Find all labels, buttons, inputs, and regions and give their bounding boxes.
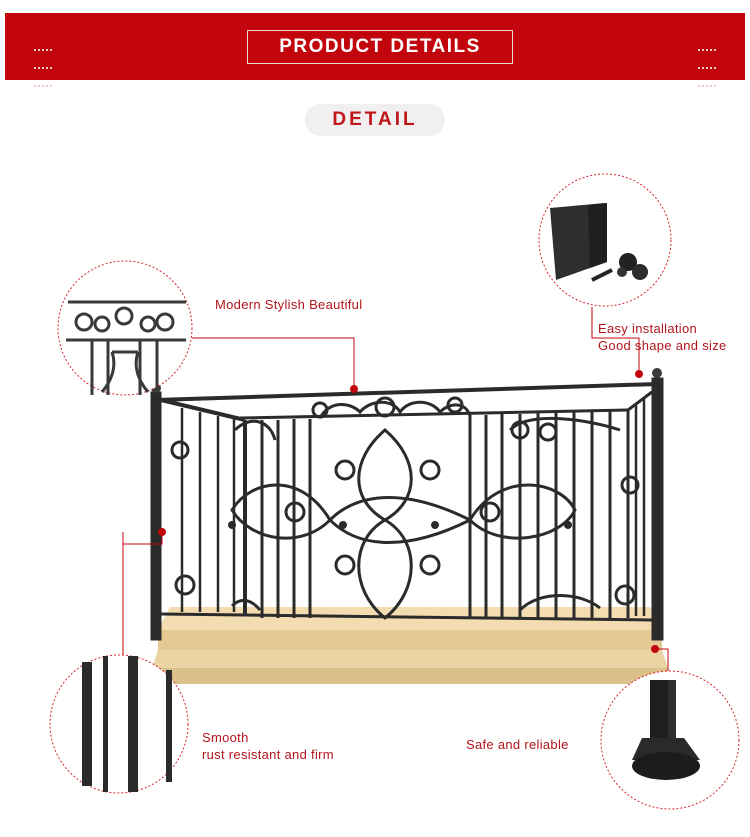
callout-finish-line2: rust resistant and firm [202,747,334,762]
callout-installation: Easy installation Good shape and size [598,320,727,354]
callout-design: Modern Stylish Beautiful [215,297,363,312]
callout-safety: Safe and reliable [466,737,569,752]
callout-finish: Smooth rust resistant and firm [202,729,334,763]
detail-ornament-circle [57,260,193,396]
callout-installation-line2: Good shape and size [598,338,727,353]
leader-lines [122,307,669,671]
callout-installation-line1: Easy installation [598,321,698,336]
detail-hardware-circle [538,173,672,307]
railing-frame [150,368,664,641]
header-banner: PRODUCT DETAILS [5,13,745,87]
section-label: DETAIL [305,104,445,136]
detail-bars-circle [49,654,189,794]
callout-finish-line1: Smooth [202,730,249,745]
decorative-dots-right [697,39,717,87]
leader-dots [158,370,659,653]
detail-post-circle [600,670,740,810]
decorative-dots-left [33,39,53,87]
banner-title: PRODUCT DETAILS [247,30,513,64]
stone-base [148,607,672,684]
